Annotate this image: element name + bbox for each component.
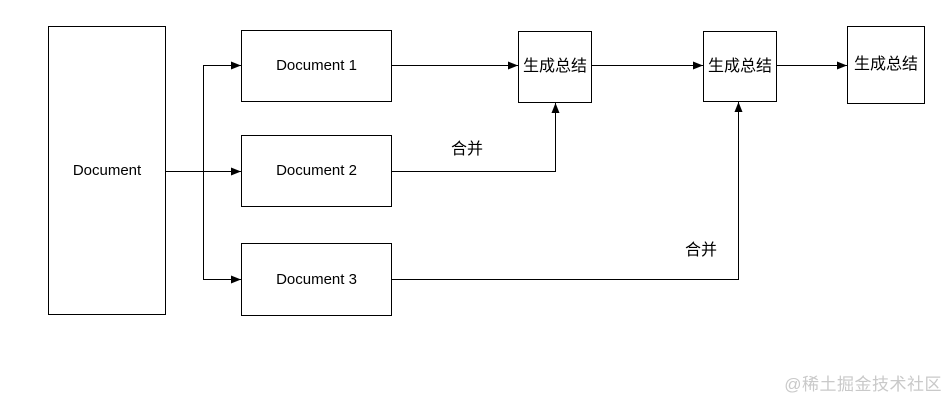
watermark-text: @稀土掘金技术社区 (784, 375, 942, 394)
node-label: Document 3 (276, 270, 357, 288)
node-document-source: Document (48, 26, 166, 315)
node-generate-summary-3: 生成总结 (847, 26, 925, 104)
node-document-2: Document 2 (241, 135, 392, 207)
node-document-1: Document 1 (241, 30, 392, 102)
edge-label-merge-1: 合并 (437, 139, 497, 161)
node-generate-summary-1: 生成总结 (518, 31, 592, 103)
edge-doc3-sum2-merge (392, 102, 743, 280)
node-label: 生成总结 (522, 58, 587, 76)
edge-source-trunk (166, 65, 204, 280)
node-generate-summary-2: 生成总结 (703, 31, 777, 102)
node-label: Document 1 (276, 57, 357, 74)
node-label: 生成总结 (707, 57, 772, 75)
edge-doc2-sum1-merge (392, 103, 560, 172)
node-label: Document 2 (276, 162, 357, 179)
edge-label-merge-2: 合并 (671, 240, 731, 262)
node-label: Document (72, 161, 142, 179)
node-document-3: Document 3 (241, 243, 392, 316)
node-label: 生成总结 (853, 56, 918, 74)
